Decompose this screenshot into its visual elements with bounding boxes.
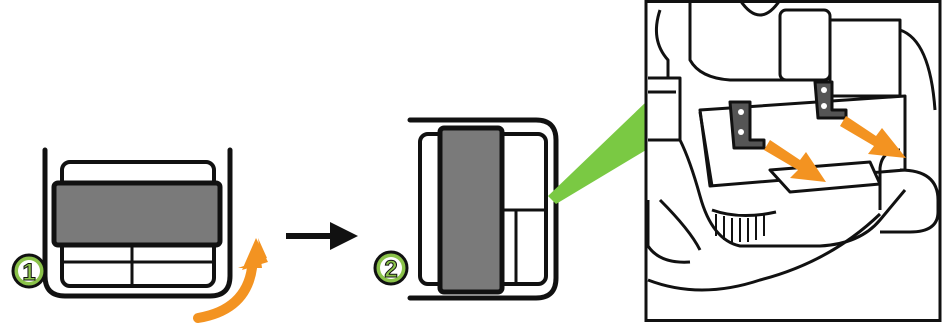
pull-out-arrow-icon [764, 116, 906, 182]
step-1-badge: 1 [11, 253, 47, 289]
step-2-badge: 2 [373, 250, 409, 286]
step-2-illustration [407, 117, 559, 301]
step-1-number: 1 [22, 259, 35, 286]
bracket-right [813, 80, 848, 120]
right-arrow-icon [286, 222, 358, 250]
step-1-illustration [42, 147, 233, 299]
detail-inset-border [644, 0, 942, 322]
zoom-callout-wedge [548, 102, 646, 204]
step-1-frame [42, 147, 233, 299]
curved-rotate-arrow-icon [193, 238, 268, 323]
step-2-device-top [437, 125, 505, 295]
bracket-left [728, 100, 766, 150]
step-2-frame [407, 117, 559, 301]
step-2-number: 2 [384, 256, 397, 283]
step-1-device-top [51, 180, 223, 248]
